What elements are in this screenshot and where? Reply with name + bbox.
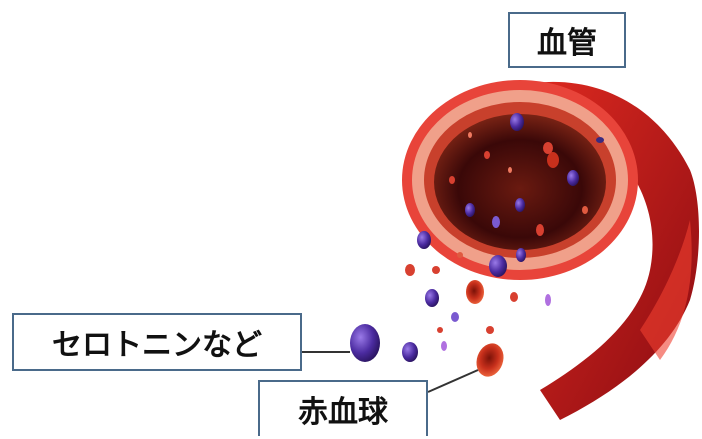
rbc-leader-line [427,369,479,393]
red-blood-cell-label: 赤血球 [258,380,428,436]
vessel-lumen [434,114,606,250]
red-blood-cell [476,343,504,377]
escaping-particles [402,231,551,362]
serotonin-label: セロトニンなど [12,313,302,371]
serotonin-particle [350,324,380,362]
lumen-particles [449,113,604,236]
vessel-label: 血管 [508,12,626,68]
